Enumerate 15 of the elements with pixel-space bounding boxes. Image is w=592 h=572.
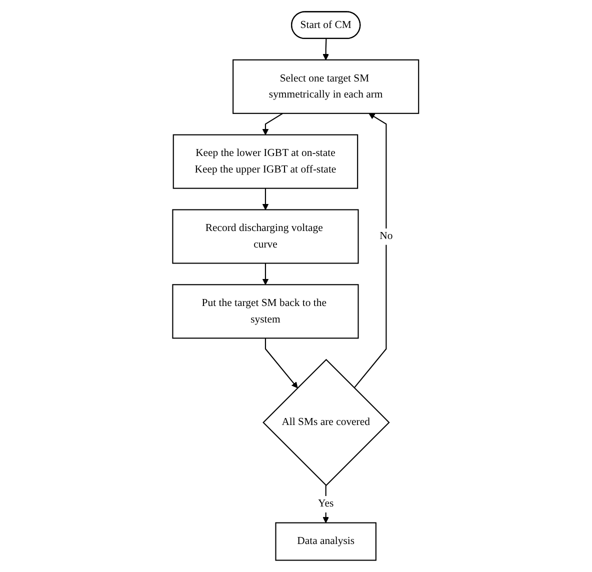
edge-label: No xyxy=(380,230,394,242)
arrow xyxy=(265,338,298,388)
node-box xyxy=(276,522,377,561)
node-box xyxy=(172,209,360,264)
node-box xyxy=(172,284,360,339)
edge-label: Yes xyxy=(318,498,334,510)
arrow xyxy=(262,188,269,210)
arrow xyxy=(262,263,269,285)
node-box xyxy=(232,59,420,114)
arrow xyxy=(323,38,330,60)
arrow xyxy=(262,112,284,136)
flowchart: Yes No Start of CM Select one target SM symmetrically in each arm Keep the lower IGBT at on-state Keep the upper IGBT at off-state Record discharging voltage curve Put the target SM back to the system All SMs are covered Data analysis xyxy=(167,6,425,566)
arrow xyxy=(354,113,388,388)
node-box xyxy=(173,134,358,189)
node-diamond xyxy=(262,358,390,486)
